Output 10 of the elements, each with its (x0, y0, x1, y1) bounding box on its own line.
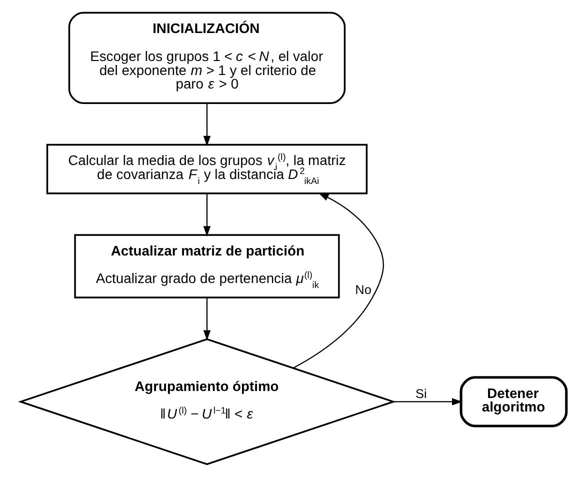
node-diamond: Agrupamiento óptimo ‖U$^{(l)}$ − U$^{l−1}$‖ < ε (18, 338, 396, 466)
arrow (293, 192, 384, 368)
arrow (394, 398, 462, 406)
edge-label: Si (415, 386, 427, 401)
arrow (203, 194, 211, 236)
arrow (203, 298, 211, 341)
node-box: Detener algoritmo (460, 376, 568, 428)
node-box: INICIALIZACIÓN Escoger los grupos 1 < c < N, el valor del exponente m > 1 y el criterio de paro ε > 0 (68, 12, 346, 104)
arrow (203, 103, 211, 146)
edge-label: No (355, 282, 372, 297)
